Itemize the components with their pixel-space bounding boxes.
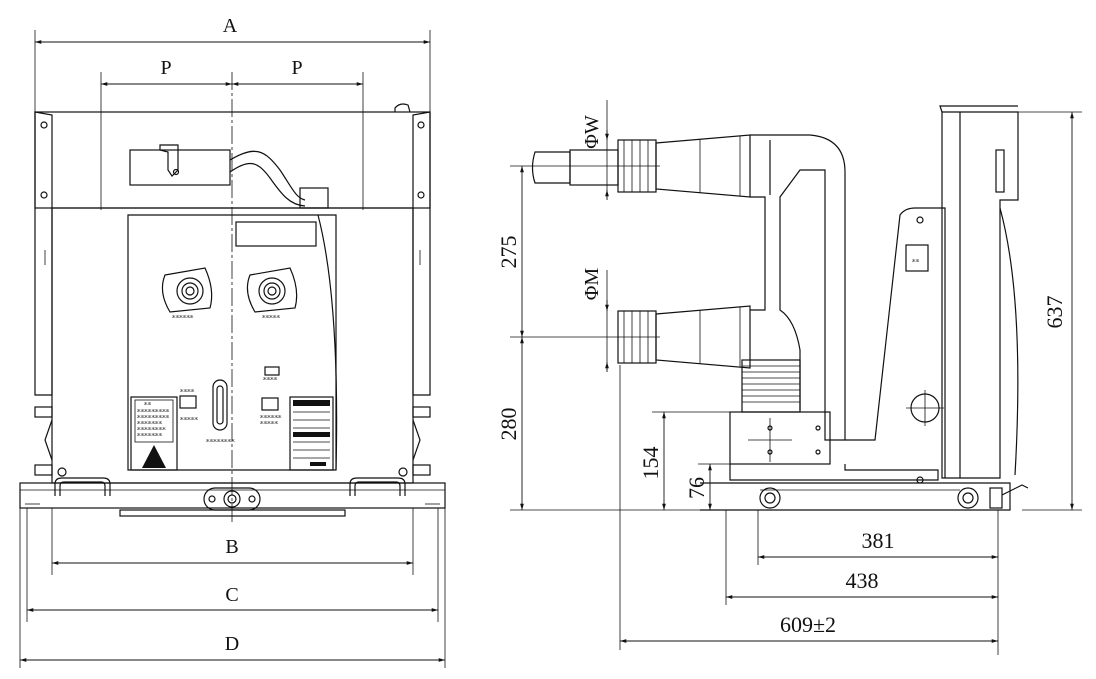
dimension-label-637: 637 bbox=[1042, 296, 1067, 329]
chassis-base bbox=[19, 482, 446, 509]
left-side-bracket bbox=[34, 111, 53, 396]
lifting-label bbox=[905, 244, 929, 272]
dimension-label-a: A bbox=[223, 15, 238, 37]
dimension-label-154: 154 bbox=[638, 447, 663, 480]
upper-frame bbox=[34, 111, 431, 209]
dimension-label-d: D bbox=[225, 633, 239, 655]
svg-text:ЖЖЖЖ: ЖЖЖЖ bbox=[263, 376, 278, 381]
right-side-bracket bbox=[412, 111, 431, 396]
high-voltage-icon bbox=[142, 445, 166, 468]
interlock-box bbox=[129, 149, 231, 186]
opening-shaft: ЖЖЖЖЖЖ bbox=[161, 267, 213, 319]
svg-text:ЖЖЖЖЖЖЖЖ: ЖЖЖЖЖЖЖЖ bbox=[137, 426, 166, 431]
svg-text:ЖЖЖЖЖ: ЖЖЖЖЖ bbox=[260, 420, 278, 425]
svg-text:ЖЖ: ЖЖ bbox=[912, 258, 920, 263]
svg-text:ЖЖЖЖЖ: ЖЖЖЖЖ bbox=[262, 314, 280, 319]
rear-wheel bbox=[957, 487, 979, 509]
svg-text:ЖЖЖЖЖ: ЖЖЖЖЖ bbox=[180, 416, 198, 421]
dimension-label-609: 609±2 bbox=[780, 612, 836, 637]
svg-text:ЖЖЖЖ: ЖЖЖЖ bbox=[180, 388, 195, 393]
svg-text:ЖЖЖЖЖЖ: ЖЖЖЖЖЖ bbox=[172, 314, 194, 319]
control-cable bbox=[229, 150, 306, 201]
charging-slot bbox=[212, 379, 228, 431]
svg-text:ЖЖЖЖЖЖ: ЖЖЖЖЖЖ bbox=[260, 414, 282, 419]
dimension-label-76: 76 bbox=[684, 477, 709, 499]
warning-label: ЖЖ ЖЖЖЖЖЖЖЖЖ ЖЖЖЖЖЖЖЖЖ ЖЖЖЖЖЖЖ ЖЖЖЖЖЖЖЖ … bbox=[130, 396, 178, 471]
dimension-label-b: B bbox=[225, 536, 238, 558]
svg-text:ЖЖЖЖЖЖЖЖ: ЖЖЖЖЖЖЖЖ bbox=[206, 438, 235, 443]
status-window-left bbox=[179, 395, 197, 409]
status-window-right bbox=[261, 397, 279, 411]
svg-text:ЖЖЖЖЖЖЖЖЖ: ЖЖЖЖЖЖЖЖЖ bbox=[137, 408, 170, 413]
pole-column bbox=[750, 134, 846, 441]
diameter-label-m: ΦM bbox=[581, 268, 603, 301]
mechanism-housing bbox=[941, 111, 1019, 479]
bellows bbox=[741, 359, 801, 413]
front-wheel bbox=[759, 487, 781, 509]
dimension-label-p-right: P bbox=[291, 57, 302, 79]
counter-window bbox=[264, 366, 280, 376]
svg-text:ЖЖЖЖЖЖЖ: ЖЖЖЖЖЖЖ bbox=[137, 420, 163, 425]
nameplate bbox=[235, 221, 317, 247]
dimension-label-c: C bbox=[225, 584, 238, 606]
mounting-block bbox=[729, 411, 831, 465]
dimension-label-280: 280 bbox=[496, 408, 521, 441]
svg-text:ЖЖЖЖЖЖЖ: ЖЖЖЖЖЖЖ bbox=[137, 432, 163, 437]
rating-plate bbox=[289, 396, 334, 471]
dimension-label-275: 275 bbox=[496, 236, 521, 269]
right-handle bbox=[349, 477, 406, 496]
dimension-label-381: 381 bbox=[862, 528, 895, 553]
front-view: A P P bbox=[19, 15, 446, 668]
closing-shaft: ЖЖЖЖЖ bbox=[246, 267, 298, 319]
dimension-label-p-left: P bbox=[160, 57, 171, 79]
side-view: ЖЖ ΦW ΦM 275 280 154 76 bbox=[496, 100, 1082, 655]
dimension-label-438: 438 bbox=[846, 568, 879, 593]
side-plate bbox=[845, 207, 946, 478]
diameter-label-w: ΦW bbox=[581, 115, 603, 149]
drive-nut bbox=[203, 487, 261, 511]
left-handle bbox=[54, 477, 111, 496]
svg-text:ЖЖЖЖЖЖЖЖЖ: ЖЖЖЖЖЖЖЖЖ bbox=[137, 414, 170, 419]
side-chassis bbox=[729, 464, 939, 481]
svg-text:ЖЖ: ЖЖ bbox=[144, 401, 152, 406]
